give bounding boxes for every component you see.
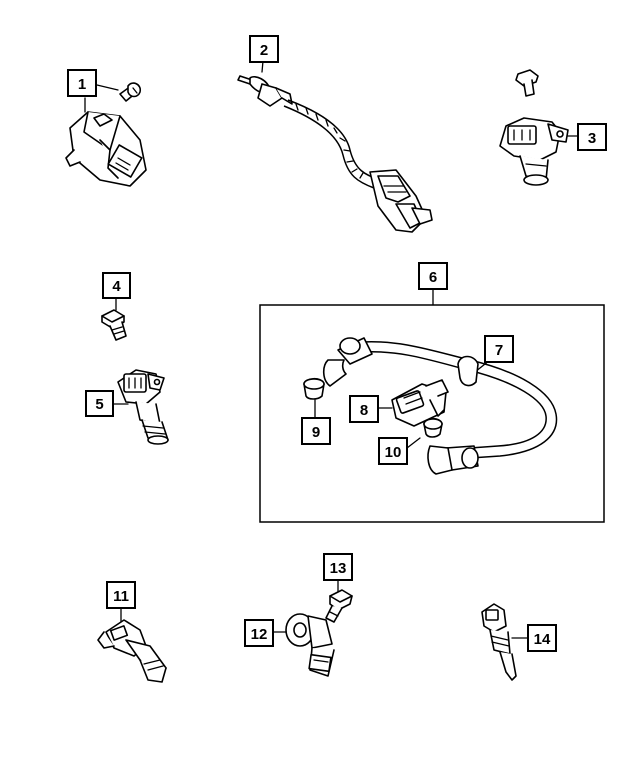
callout-5: 5 — [85, 390, 114, 417]
svg-text:5: 5 — [95, 396, 103, 413]
part-12-knock-sensor — [272, 613, 335, 677]
callout-4: 4 — [102, 272, 131, 299]
callout-9: 9 — [301, 417, 331, 445]
svg-text:13: 13 — [330, 560, 347, 577]
svg-text:3: 3 — [588, 130, 596, 147]
callout-6: 6 — [418, 262, 448, 290]
svg-text:1: 1 — [78, 76, 86, 93]
callout-3: 3 — [577, 123, 607, 151]
svg-text:9: 9 — [312, 424, 320, 441]
part-7-vacuum-hose — [322, 337, 558, 475]
callout-1: 1 — [67, 69, 97, 97]
bolt-icon — [325, 589, 353, 623]
svg-text:10: 10 — [385, 444, 402, 461]
callout-13: 13 — [323, 553, 353, 581]
callout-7: 7 — [484, 335, 514, 363]
svg-text:2: 2 — [260, 42, 268, 59]
callout-8: 8 — [349, 395, 379, 423]
part-8-pressure-sensor — [377, 379, 449, 427]
part-9-cap — [303, 377, 325, 419]
svg-text:12: 12 — [251, 626, 268, 643]
svg-text:7: 7 — [495, 342, 503, 359]
part-5-crank-sensor — [112, 369, 169, 445]
callout-12: 12 — [244, 619, 274, 647]
bolt-icon — [515, 69, 539, 97]
part-14-temp-sensor — [481, 603, 529, 681]
callout-14: 14 — [527, 624, 557, 652]
part-4-bolt — [101, 297, 127, 341]
callout-11: 11 — [106, 581, 136, 609]
bolt-icon — [101, 309, 127, 341]
part-3-position-sensor — [499, 69, 579, 186]
svg-text:8: 8 — [360, 402, 368, 419]
part-13-bolt — [325, 579, 353, 623]
callout-2: 2 — [249, 35, 279, 63]
part-10-cap — [406, 417, 443, 449]
svg-text:14: 14 — [534, 631, 551, 648]
part-1-map-sensor — [65, 82, 147, 187]
callout-10: 10 — [378, 437, 408, 465]
part-11-sensor — [97, 607, 167, 683]
screw-icon — [119, 82, 142, 102]
svg-text:11: 11 — [113, 588, 129, 605]
part-2-harness-sensor — [237, 60, 433, 233]
svg-text:6: 6 — [429, 269, 437, 286]
part-6-assembly-box — [259, 304, 605, 523]
svg-text:4: 4 — [112, 278, 121, 295]
